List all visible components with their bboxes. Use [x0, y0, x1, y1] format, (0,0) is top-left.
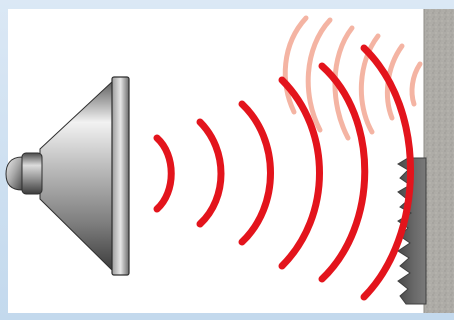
speaker-magnet	[22, 153, 42, 194]
wall-surface	[424, 9, 454, 313]
speaker-rim	[112, 77, 129, 275]
wall	[424, 9, 454, 313]
